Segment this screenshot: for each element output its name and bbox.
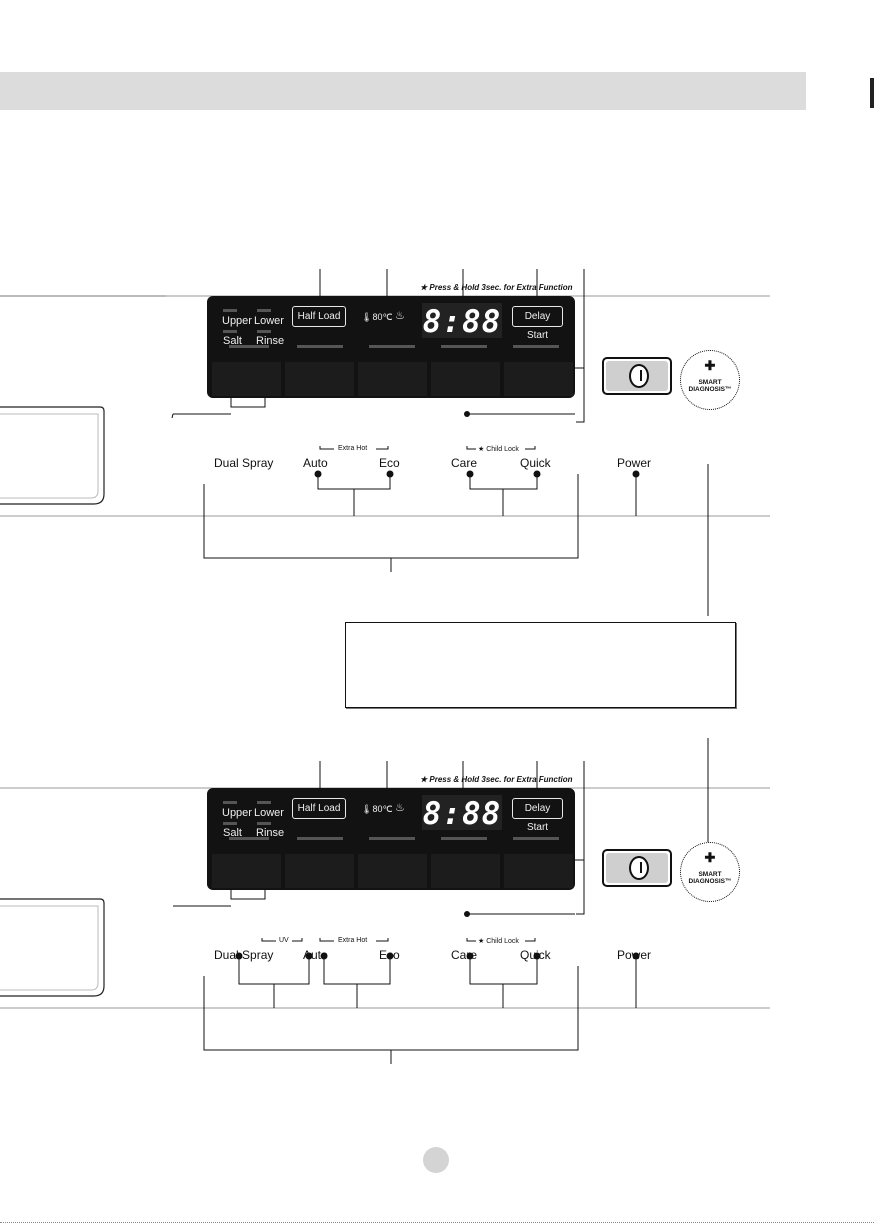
progress-bar-segment bbox=[513, 345, 559, 348]
dry-icon: ♨ bbox=[395, 310, 405, 322]
auto-label: Auto bbox=[303, 456, 328, 470]
salt-label: Salt bbox=[223, 827, 242, 839]
quick-label: Quick bbox=[520, 456, 551, 470]
progress-bar-segment bbox=[297, 837, 343, 840]
section-header-bar bbox=[0, 72, 806, 110]
salt-indicator-lamp bbox=[223, 330, 237, 333]
half-load-button[interactable]: Half Load bbox=[292, 306, 346, 327]
smart-diagnosis-badge: ✚ SMART DIAGNOSIS™ bbox=[680, 842, 740, 902]
control-panel-1: Upper Lower Salt Rinse Half Load 🌡80℃ ♨ … bbox=[207, 296, 575, 398]
time-digits: 8:88 bbox=[422, 304, 502, 340]
progress-bar-segment bbox=[441, 837, 487, 840]
eco-touch-area[interactable] bbox=[358, 362, 427, 396]
eco-label: Eco bbox=[379, 456, 400, 470]
rinse-label: Rinse bbox=[256, 827, 285, 839]
temperature-label: 80℃ bbox=[372, 312, 393, 322]
dual-spray-label: Dual Spray bbox=[214, 456, 274, 470]
extra-hot-icon: 🌡80℃ bbox=[361, 804, 393, 814]
care-label: Care bbox=[451, 456, 478, 470]
control-panel-2: Upper Lower Salt Rinse Half Load 🌡80℃ ♨ … bbox=[207, 788, 575, 890]
control-panel-diagram-1: ★ Press & Hold 3sec. for Extra Function … bbox=[0, 246, 874, 616]
extra-hot-icon: 🌡80℃ bbox=[361, 312, 393, 322]
progress-bar-segment bbox=[297, 345, 343, 348]
smart-label: SMART bbox=[698, 871, 722, 878]
care-label: Care bbox=[451, 948, 478, 962]
quick-label: Quick bbox=[520, 948, 551, 962]
extra-hot-bracket-label: Extra Hot bbox=[338, 445, 368, 452]
salt-indicator-lamp bbox=[223, 822, 237, 825]
progress-bar-segment bbox=[513, 837, 559, 840]
upper-label: Upper bbox=[222, 315, 252, 327]
quick-touch-area[interactable] bbox=[504, 362, 573, 396]
control-panel-diagram-2: ★ Press & Hold 3sec. for Extra Function … bbox=[0, 738, 874, 1108]
diagnosis-label: DIAGNOSIS™ bbox=[688, 878, 732, 885]
bottom-edge-line bbox=[0, 1222, 874, 1223]
eco-touch-area[interactable] bbox=[358, 854, 427, 888]
salt-rinse-bar bbox=[229, 345, 269, 348]
time-display: 8:88 bbox=[422, 795, 502, 832]
power-icon bbox=[629, 364, 649, 388]
progress-bar-segment bbox=[369, 345, 415, 348]
power-button[interactable] bbox=[602, 357, 672, 395]
upper-indicator-lamp bbox=[223, 309, 237, 312]
lower-indicator-lamp bbox=[257, 309, 271, 312]
delay-start-button[interactable]: Delay Start bbox=[512, 306, 563, 341]
rinse-indicator-lamp bbox=[257, 330, 271, 333]
child-lock-bracket-label: ★ Child Lock bbox=[478, 938, 519, 945]
uv-bracket-label: UV bbox=[279, 937, 289, 944]
lower-label: Lower bbox=[254, 807, 284, 819]
dry-icon: ♨ bbox=[395, 802, 405, 814]
rinse-indicator-lamp bbox=[257, 822, 271, 825]
dual-spray-label: Dual Spray bbox=[214, 948, 274, 962]
power-label: Power bbox=[617, 456, 652, 470]
diagnosis-label: DIAGNOSIS™ bbox=[688, 386, 732, 393]
dual-spray-touch-area[interactable] bbox=[212, 854, 281, 888]
lower-label: Lower bbox=[254, 315, 284, 327]
smart-diagnosis-badge: ✚ SMART DIAGNOSIS™ bbox=[680, 350, 740, 410]
child-lock-bracket-label: ★ Child Lock bbox=[478, 446, 519, 453]
half-load-button[interactable]: Half Load bbox=[292, 798, 346, 819]
page-edge-mark bbox=[870, 78, 874, 108]
note-box bbox=[345, 622, 736, 708]
page-number-circle bbox=[423, 1147, 449, 1173]
care-touch-area[interactable] bbox=[431, 362, 500, 396]
extra-function-note: ★ Press & Hold 3sec. for Extra Function bbox=[420, 775, 573, 784]
progress-bar-segment bbox=[369, 837, 415, 840]
care-touch-area[interactable] bbox=[431, 854, 500, 888]
dual-spray-touch-area[interactable] bbox=[212, 362, 281, 396]
progress-bar-segment bbox=[441, 345, 487, 348]
power-button[interactable] bbox=[602, 849, 672, 887]
upper-label: Upper bbox=[222, 807, 252, 819]
time-display: 8:88 bbox=[422, 303, 502, 340]
temperature-label: 80℃ bbox=[372, 804, 393, 814]
auto-label: Auto bbox=[303, 948, 328, 962]
quick-touch-area[interactable] bbox=[504, 854, 573, 888]
power-label: Power bbox=[617, 948, 652, 962]
eco-label: Eco bbox=[379, 948, 400, 962]
auto-touch-area[interactable] bbox=[285, 362, 354, 396]
time-digits: 8:88 bbox=[422, 796, 502, 832]
delay-start-button[interactable]: Delay Start bbox=[512, 798, 563, 833]
leader-lines-1 bbox=[0, 269, 770, 616]
upper-indicator-lamp bbox=[223, 801, 237, 804]
smart-label: SMART bbox=[698, 379, 722, 386]
smart-diagnosis-icon: ✚ bbox=[704, 850, 716, 865]
salt-label: Salt bbox=[223, 335, 242, 347]
lower-indicator-lamp bbox=[257, 801, 271, 804]
smart-diagnosis-icon: ✚ bbox=[704, 358, 716, 373]
extra-hot-bracket-label: Extra Hot bbox=[338, 937, 368, 944]
auto-touch-area[interactable] bbox=[285, 854, 354, 888]
extra-function-note: ★ Press & Hold 3sec. for Extra Function bbox=[420, 283, 573, 292]
salt-rinse-bar bbox=[229, 837, 269, 840]
power-icon bbox=[629, 856, 649, 880]
rinse-label: Rinse bbox=[256, 335, 285, 347]
